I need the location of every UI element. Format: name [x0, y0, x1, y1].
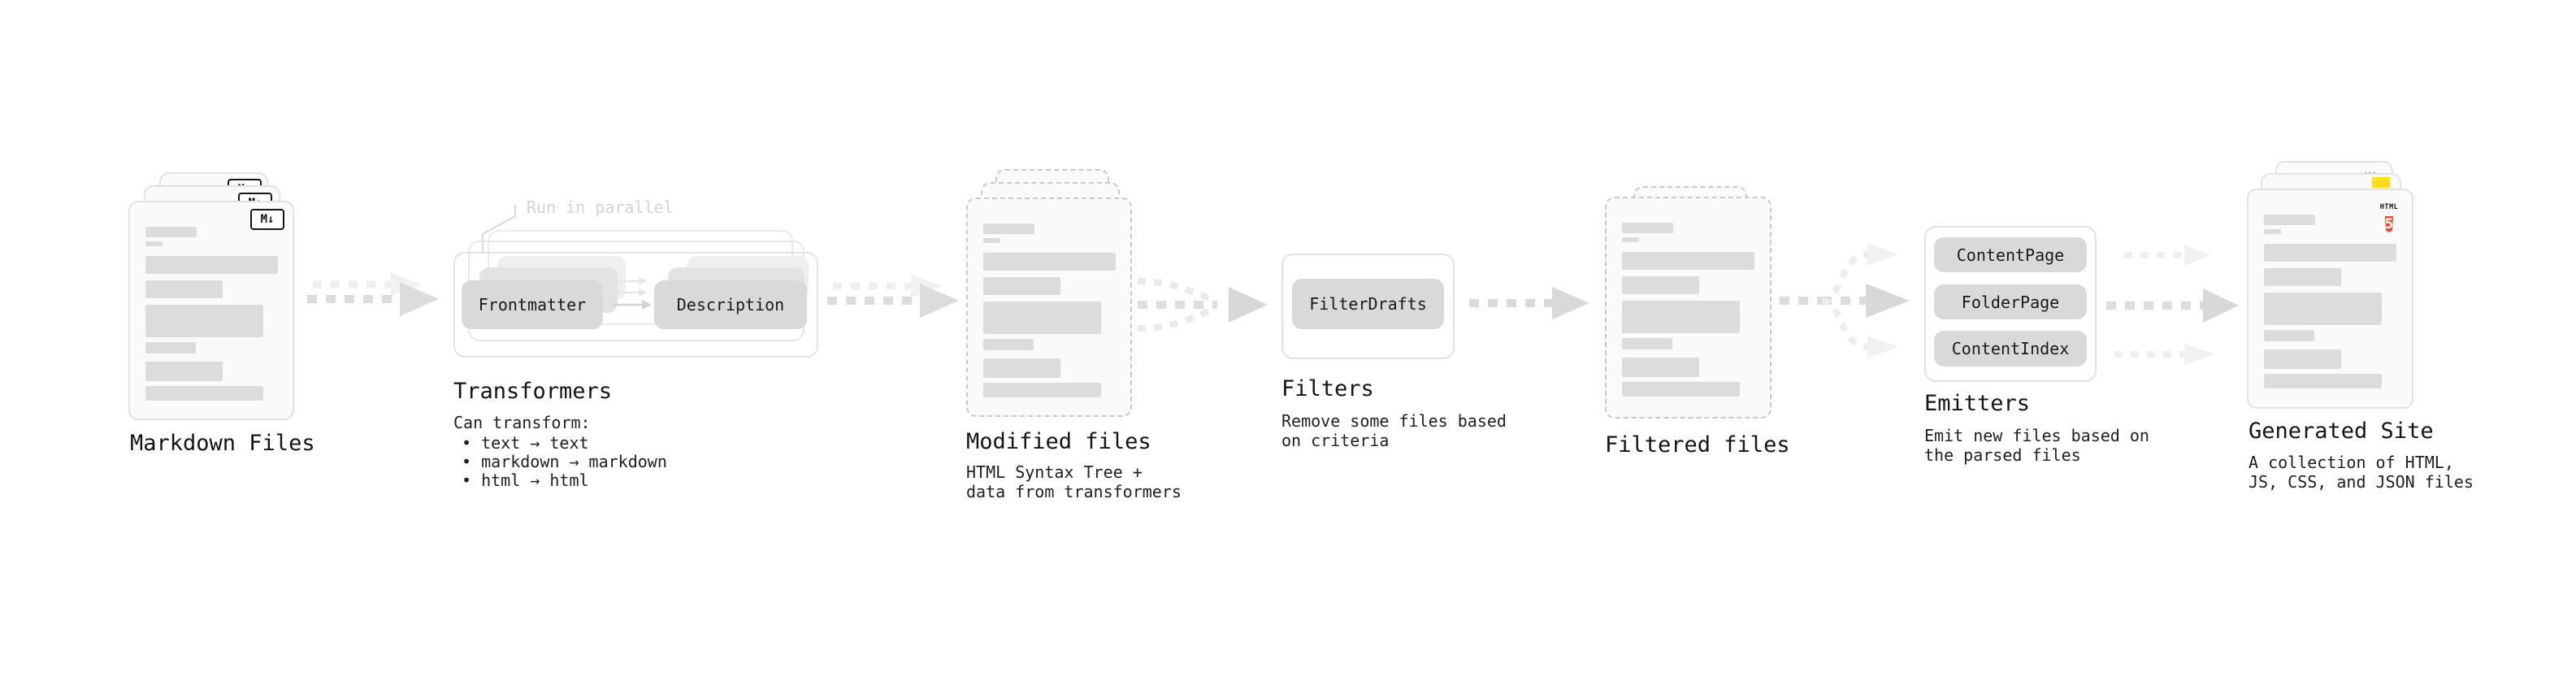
html5-icon-shield: 5 [2384, 216, 2394, 232]
text-line-bar [983, 238, 1000, 243]
text-line-bar [145, 280, 223, 298]
node-folderpage[interactable]: FolderPage [1934, 284, 2087, 319]
text-line-bar [1622, 237, 1639, 242]
text-line-bar [1622, 301, 1740, 333]
html5-icon-label: HTML [2379, 203, 2399, 211]
markdown-files-stack: M↓ M↓ M↓ [128, 172, 294, 420]
text-line-bar [2264, 374, 2382, 388]
note-run-in-parallel: Run in parallel [527, 197, 674, 217]
text-line-bar [145, 241, 163, 246]
html5-icon: HTML 5 [2377, 197, 2401, 236]
transformers-group-box [453, 252, 818, 358]
js-icon [2372, 177, 2390, 188]
document-content-placeholder [968, 199, 1130, 415]
modified-files-desc: HTML Syntax Tree + data from transformer… [966, 462, 1182, 501]
text-line-bar [145, 256, 278, 274]
modified-files-stack [966, 169, 1132, 417]
text-line-bar [145, 227, 197, 237]
flow-arrow-emitters-to-generated [2106, 245, 2239, 365]
text-line-bar [1622, 338, 1672, 349]
flow-arrow-markdown-to-transformers [307, 273, 439, 316]
stage-title-filters: Filters [1281, 376, 1374, 401]
text-line-bar [2264, 349, 2341, 369]
node-contentpage[interactable]: ContentPage [1934, 237, 2087, 272]
bullet-item: • markdown → markdown [462, 452, 667, 471]
stage-title-transformers: Transformers [453, 379, 613, 404]
text-line-bar [1622, 358, 1699, 377]
text-line-bar [2264, 244, 2396, 262]
desc-line: data from transformers [966, 482, 1182, 501]
filtered-files-stack [1605, 186, 1772, 430]
bullet-item: • html → html [462, 471, 589, 490]
desc-line: Emit new files based on [1924, 426, 2149, 445]
flow-arrow-modified-to-filters [1137, 278, 1268, 332]
node-contentindex[interactable]: ContentIndex [1934, 331, 2087, 367]
text-line-bar [2264, 330, 2314, 341]
text-line-bar [2264, 293, 2382, 325]
markdown-icon: M↓ [250, 209, 284, 230]
file-card: M↓ [128, 201, 294, 420]
generated-site-desc: A collection of HTML, JS, CSS, and JSON … [2249, 453, 2474, 492]
desc-line: the parsed files [1924, 445, 2081, 465]
text-line-bar [983, 339, 1034, 350]
file-card [1605, 197, 1772, 419]
text-line-bar [1622, 252, 1754, 270]
stage-title-filtered-files: Filtered files [1605, 432, 1790, 458]
text-line-bar [2264, 229, 2281, 234]
text-line-bar [983, 301, 1101, 334]
text-line-bar [983, 383, 1101, 397]
stage-title-modified-files: Modified files [966, 429, 1151, 454]
emitters-desc: Emit new files based on the parsed files [1924, 426, 2149, 465]
flow-arrow-filtered-to-emitters [1780, 243, 1910, 358]
desc-line: Remove some files based [1281, 411, 1507, 431]
stage-title-markdown-files: Markdown Files [130, 431, 315, 456]
file-card [966, 197, 1132, 417]
text-line-bar [2264, 268, 2341, 286]
node-frontmatter[interactable]: Frontmatter [462, 280, 603, 329]
text-line-bar [983, 277, 1060, 295]
transformers-bullet-list: • text → text • markdown → markdown • ht… [462, 434, 667, 490]
bullet-item: • text → text [462, 433, 589, 453]
file-card: HTML 5 [2247, 189, 2413, 409]
text-line-bar [983, 253, 1116, 271]
desc-line: HTML Syntax Tree + [966, 462, 1143, 482]
document-content-placeholder [1607, 198, 1770, 417]
transform-chain-arrows [613, 277, 652, 310]
note-pointer-line [482, 205, 516, 252]
text-line-bar [1622, 276, 1699, 294]
stage-title-generated-site: Generated Site [2249, 419, 2434, 444]
document-content-placeholder [2249, 190, 2412, 407]
document-content-placeholder [130, 202, 293, 419]
text-line-bar [2264, 215, 2315, 225]
text-line-bar [983, 358, 1060, 378]
text-line-bar [1622, 382, 1740, 397]
filters-desc: Remove some files based on criteria [1281, 411, 1507, 450]
text-line-bar [145, 305, 263, 337]
desc-line: on criteria [1281, 431, 1390, 450]
text-line-bar [983, 223, 1034, 234]
stage-title-emitters: Emitters [1924, 391, 2031, 416]
text-line-bar [145, 362, 223, 381]
node-filterdrafts[interactable]: FilterDrafts [1292, 279, 1444, 329]
desc-line: A collection of HTML, [2249, 453, 2454, 472]
text-line-bar [1622, 223, 1673, 233]
transformers-desc-heading: Can transform: [453, 413, 591, 432]
desc-line: JS, CSS, and JSON files [2249, 472, 2474, 492]
flow-arrow-filters-to-filtered [1469, 287, 1589, 319]
text-line-bar [145, 386, 263, 401]
node-description[interactable]: Description [654, 280, 807, 329]
generated-site-stack: CSS HTML 5 [2247, 161, 2413, 409]
text-line-bar [145, 342, 196, 354]
flow-arrow-transformers-to-modified [827, 275, 959, 318]
